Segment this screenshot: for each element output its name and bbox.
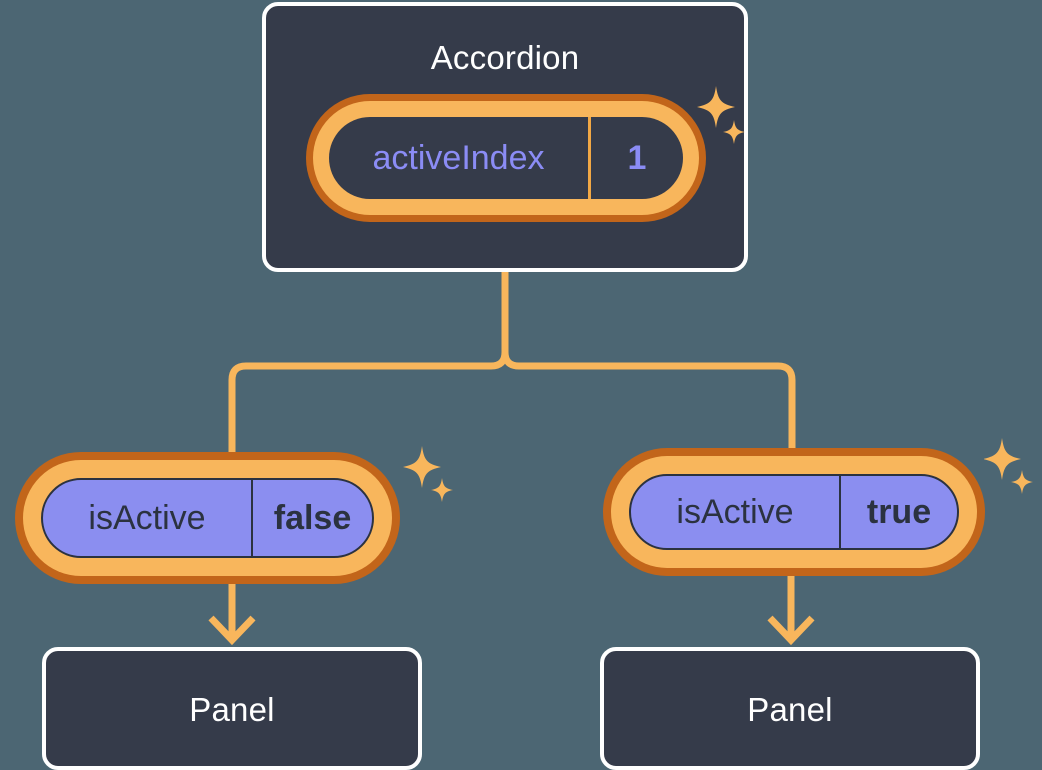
pill-body: isActive true	[629, 474, 959, 550]
prop-key-label: isActive	[43, 480, 253, 556]
panel-title-left: Panel	[189, 691, 275, 728]
sparkle-icon-large	[984, 438, 1021, 480]
pill-body: isActive false	[41, 478, 374, 558]
arrow-left-pill-to-panel	[208, 584, 256, 646]
panel-component-box-right[interactable]: Panel	[600, 647, 980, 770]
sparkle-icon-left	[398, 442, 460, 510]
prop-value-label: false	[273, 498, 352, 537]
accordion-title: Accordion	[430, 39, 580, 76]
sparkle-icon-large	[403, 446, 441, 488]
state-pill-active-index[interactable]: activeIndex 1	[306, 94, 706, 222]
arrow-right-pill-to-panel	[767, 576, 815, 646]
state-pill-is-active-true[interactable]: isActive true	[603, 448, 985, 576]
state-pill-is-active-false[interactable]: isActive false	[15, 452, 400, 584]
connector-branch-right	[501, 348, 796, 452]
prop-value-label: true	[866, 492, 932, 531]
connector-branch-left	[228, 348, 509, 456]
prop-key-label: isActive	[631, 476, 841, 548]
state-key-label: activeIndex	[329, 117, 591, 199]
sparkle-icon-small	[431, 478, 453, 502]
pill-ring-inner: isActive false	[23, 460, 392, 576]
pill-body: activeIndex 1	[329, 117, 683, 199]
sparkle-icon-small	[1011, 470, 1033, 494]
panel-title-right: Panel	[747, 691, 833, 728]
sparkle-icon-right	[984, 434, 1042, 502]
state-value-label: 1	[627, 138, 647, 177]
pill-ring-inner: activeIndex 1	[313, 101, 699, 215]
panel-component-box-left[interactable]: Panel	[42, 647, 422, 770]
pill-ring-inner: isActive true	[611, 456, 977, 568]
